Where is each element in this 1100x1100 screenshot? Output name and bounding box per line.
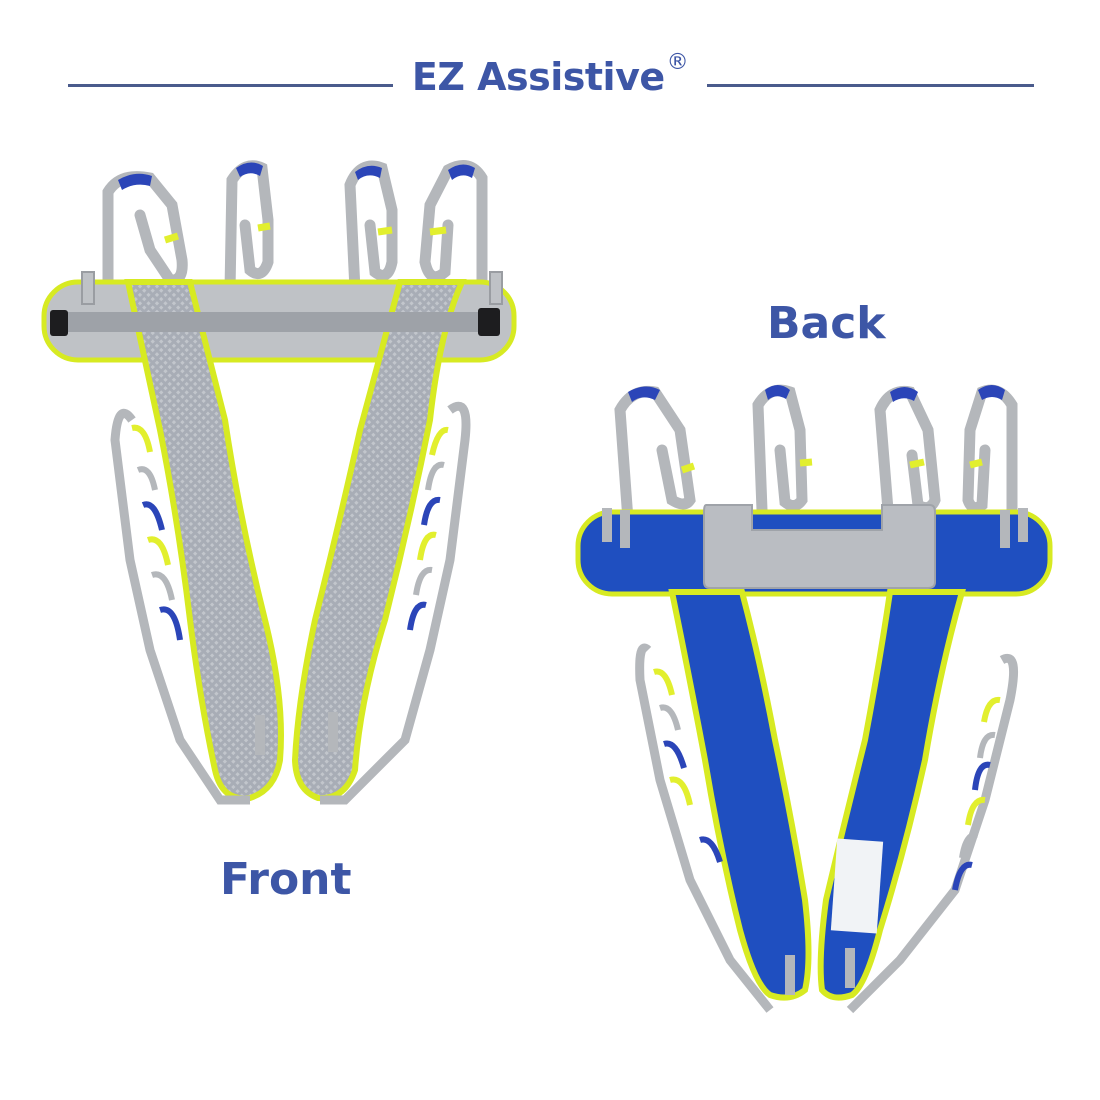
care-label	[830, 838, 884, 934]
front-strap-blue-tips	[118, 162, 475, 190]
back-left-leg-loops	[635, 643, 774, 1013]
header-rule-right	[707, 84, 1034, 87]
headrest-pad	[703, 504, 936, 589]
back-strap-yellow-bands	[680, 458, 983, 474]
brand-name: EZ Assistive	[411, 55, 665, 99]
brand-title: EZ Assistive®	[0, 52, 1100, 99]
back-left-leg-panel	[668, 589, 812, 1001]
front-right-leg-loops	[320, 401, 471, 805]
front-belt	[60, 312, 500, 332]
back-label: Back	[767, 298, 886, 349]
registered-mark: ®	[666, 50, 689, 75]
front-left-leg-loops	[110, 408, 250, 805]
back-right-leg-panel	[817, 589, 966, 1001]
front-strap-yellow-bands	[163, 222, 447, 244]
back-strap-blue-tips	[628, 385, 1005, 402]
front-label: Front	[220, 854, 352, 905]
back-suspension-straps	[614, 384, 1018, 526]
header-rule-left	[68, 84, 393, 87]
front-right-leg-panel	[291, 279, 467, 802]
front-left-leg-panel	[124, 279, 284, 802]
back-right-leg-loops	[846, 653, 1019, 1014]
front-buckle	[50, 308, 500, 336]
